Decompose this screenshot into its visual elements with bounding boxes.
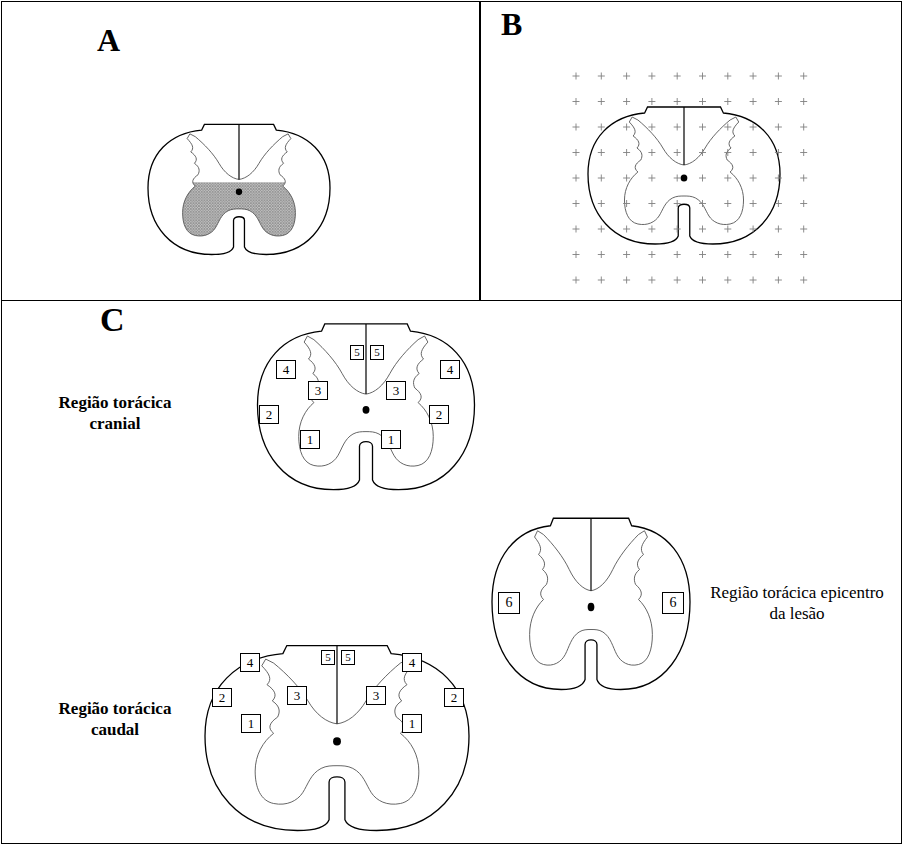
region-number: 4 <box>447 363 454 376</box>
region-box: 3 <box>287 686 307 705</box>
region-box: 2 <box>212 688 232 707</box>
region-number: 5 <box>354 347 360 358</box>
region-number: 2 <box>436 408 443 421</box>
region-box: 3 <box>308 381 328 400</box>
region-number: 3 <box>315 384 322 397</box>
region-number: 5 <box>345 652 351 663</box>
region-box: 5 <box>370 345 384 360</box>
region-label: Região torácica caudal <box>40 698 190 741</box>
region-label: Região torácica cranial <box>40 392 190 435</box>
region-box: 5 <box>341 650 355 665</box>
region-number: 1 <box>388 433 395 446</box>
panel-letter: C <box>100 303 125 337</box>
region-box: 4 <box>402 653 422 672</box>
counting-grid <box>573 73 808 284</box>
panel-letter: B <box>501 8 522 40</box>
region-box: 4 <box>240 653 260 672</box>
region-number: 1 <box>409 717 416 730</box>
region-box: 2 <box>429 405 449 424</box>
region-box: 3 <box>366 686 386 705</box>
region-box: 1 <box>241 714 261 733</box>
region-number: 1 <box>248 717 255 730</box>
region-box: 1 <box>300 430 320 449</box>
figure-panel: C 4 5 5 4 3 3 2 2 1 1 6 6 4 5 5 4 2 3 3 2 1 1 <box>1 300 902 844</box>
figure-panel: B <box>480 1 902 301</box>
region-number: 2 <box>451 691 458 704</box>
spinal-cord-section <box>205 646 469 831</box>
spinal-cord-section <box>588 107 780 244</box>
panel-letter: A <box>97 24 120 56</box>
region-number: 5 <box>325 652 331 663</box>
region-number: 2 <box>219 691 226 704</box>
region-box: 1 <box>402 714 422 733</box>
region-box: 4 <box>440 360 460 379</box>
region-number: 2 <box>266 408 273 421</box>
region-box: 2 <box>259 405 279 424</box>
region-box: 5 <box>350 345 364 360</box>
region-number: 4 <box>247 656 254 669</box>
spinal-cord-section <box>148 124 330 254</box>
spinal-cord-section <box>258 324 475 490</box>
region-box: 6 <box>662 592 684 614</box>
region-number: 4 <box>283 363 290 376</box>
region-number: 1 <box>307 433 314 446</box>
region-number: 6 <box>506 596 513 610</box>
region-label: Região torácica epicentro da lesão <box>706 582 888 625</box>
region-number: 4 <box>409 656 416 669</box>
region-number: 3 <box>373 689 380 702</box>
region-number: 6 <box>670 596 677 610</box>
region-number: 3 <box>393 384 400 397</box>
region-box: 5 <box>321 650 335 665</box>
region-box: 6 <box>498 592 520 614</box>
region-box: 4 <box>276 360 296 379</box>
grid-cross <box>573 73 808 284</box>
region-box: 2 <box>444 688 464 707</box>
spinal-cord-section <box>492 518 690 689</box>
region-box: 3 <box>386 381 406 400</box>
shaded-grey-matter <box>175 182 302 243</box>
figure-panel: A <box>1 1 480 301</box>
region-number: 3 <box>294 689 301 702</box>
region-number: 5 <box>374 347 380 358</box>
region-box: 1 <box>381 430 401 449</box>
